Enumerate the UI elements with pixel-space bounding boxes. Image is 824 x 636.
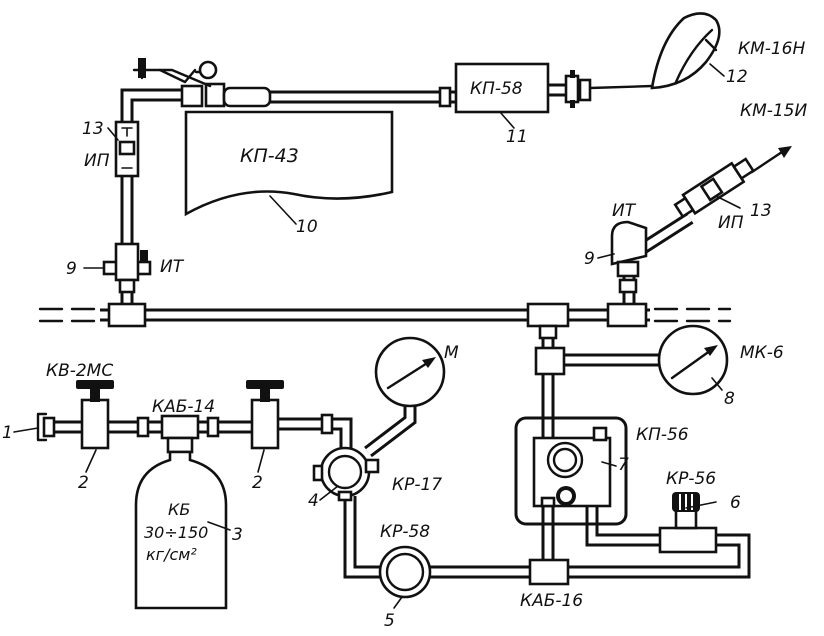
- label-kr58: КР-58: [380, 522, 430, 542]
- number-12: 12: [726, 67, 748, 87]
- oxygen-device-kp43: [184, 110, 394, 217]
- tee-main-left: [107, 302, 147, 328]
- number-8: 8: [724, 389, 735, 409]
- number-11: 11: [506, 127, 528, 147]
- tee-mk6: [534, 346, 566, 376]
- number-3: 3: [232, 525, 243, 545]
- pressure-indicator-right: [673, 146, 792, 219]
- label-kp58: КП-58: [470, 79, 523, 99]
- oxygen-device-kp56: [514, 416, 628, 526]
- regulator-kr58: [378, 545, 432, 599]
- shutoff-valve-right: [246, 380, 284, 450]
- number-6: 6: [730, 493, 741, 513]
- label-ip-right: ИП: [718, 213, 744, 233]
- label-it-left: ИТ: [160, 257, 185, 277]
- label-kb-unit: кг/см²: [146, 545, 197, 564]
- item-numbers: 1 2 2 3 4 5 6 7 8 9 9 10 11 12 13 13: [2, 67, 772, 631]
- pressure-gauge-mk6: [657, 324, 729, 396]
- number-2a: 2: [78, 473, 89, 493]
- number-7: 7: [618, 455, 629, 475]
- label-kv2ms: КВ-2МС: [46, 361, 113, 381]
- number-9b: 9: [584, 249, 595, 269]
- shutoff-valve-left: [76, 380, 114, 450]
- number-9a: 9: [66, 259, 77, 279]
- tee-kab16: [528, 558, 570, 586]
- emergency-valve-handle: [132, 58, 272, 108]
- label-kb-pressure: 30÷150: [144, 523, 208, 542]
- charging-fitting: [36, 412, 56, 442]
- label-kab16: КАБ-16: [520, 591, 583, 611]
- number-4: 4: [308, 491, 319, 511]
- label-km16n: КМ-16Н: [738, 39, 806, 59]
- label-km15i: КМ-15И: [740, 101, 808, 121]
- number-1: 1: [2, 423, 13, 443]
- label-kr56: КР-56: [666, 469, 716, 489]
- label-kp43: КП-43: [240, 145, 299, 167]
- pressure-indicator-left: [114, 120, 140, 178]
- number-13a: 13: [82, 119, 104, 139]
- oxygen-mask-km16n: [564, 12, 721, 108]
- label-mk6: МК-6: [740, 343, 784, 363]
- label-kb: КБ: [168, 500, 190, 519]
- tee-main-center: [526, 302, 570, 340]
- number-10: 10: [296, 217, 318, 237]
- label-ip-left: ИП: [84, 151, 110, 171]
- label-gauge-m: М: [444, 343, 459, 363]
- reducer-kr17: [312, 446, 380, 502]
- number-2b: 2: [252, 473, 263, 493]
- main-line-dashes: [38, 307, 732, 323]
- couplings: [136, 413, 334, 438]
- oxygen-cylinder: [134, 450, 228, 610]
- flow-indicator-right: [610, 220, 648, 294]
- number-5: 5: [384, 611, 395, 631]
- number-13b: 13: [750, 201, 772, 221]
- label-kab14: КАБ-14: [152, 397, 215, 417]
- label-kr17: КР-17: [392, 475, 442, 495]
- leader-lines: [13, 63, 741, 609]
- tee-main-right: [606, 302, 648, 328]
- component-labels: КВ-2МС КАБ-14 КБ 30÷150 кг/см² М КР-17 К…: [46, 39, 808, 611]
- regulator-kr56: [658, 492, 718, 554]
- flow-indicator-left: [102, 242, 152, 294]
- adapter-kab14: [160, 414, 200, 454]
- label-it-right: ИТ: [612, 201, 637, 221]
- pipe-network: [52, 83, 751, 579]
- pressure-gauge-m: [374, 336, 446, 408]
- oxygen-device-kp58: [438, 62, 550, 114]
- label-kp56: КП-56: [636, 425, 689, 445]
